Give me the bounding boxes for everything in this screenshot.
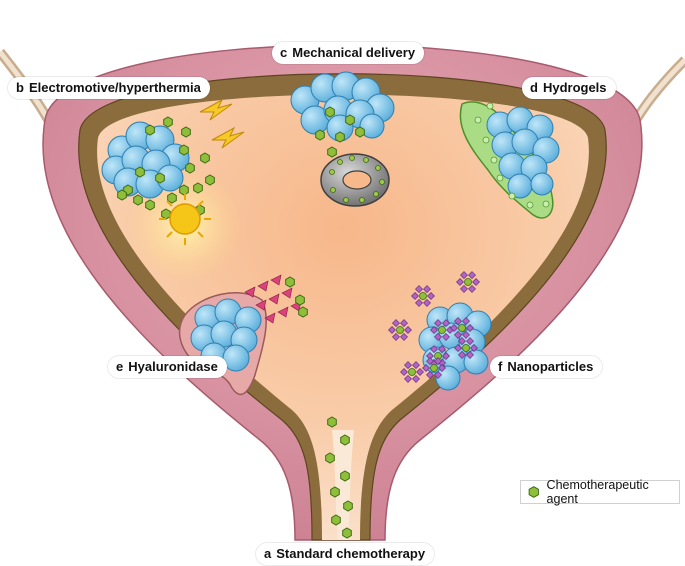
urethra (332, 430, 354, 540)
legend: Chemotherapeutic agent (520, 478, 680, 506)
label-a-letter: a (264, 546, 272, 561)
lightning-icon (199, 98, 233, 121)
label-f-letter: f (498, 359, 503, 374)
nanoparticle-icon (388, 319, 412, 341)
label-c-letter: c (280, 45, 288, 60)
label-d-text: Hydrogels (542, 80, 607, 95)
drug-hexagon-icon (528, 486, 539, 498)
tumour-d (486, 106, 560, 199)
hyaluronidase-arrows (244, 274, 302, 324)
lightning-icon-2 (211, 126, 245, 149)
label-b-letter: b (16, 80, 24, 95)
label-d-letter: d (530, 80, 538, 95)
label-c: c Mechanical delivery (272, 42, 425, 64)
nanoparticle-icon (400, 361, 424, 383)
label-b: b Electromotive/hyperthermia (8, 77, 210, 99)
label-e-letter: e (116, 359, 124, 374)
label-f-text: Nanoparticles (507, 359, 594, 374)
label-c-text: Mechanical delivery (292, 45, 416, 60)
label-b-text: Electromotive/hyperthermia (28, 80, 201, 95)
tumour-c (290, 71, 395, 142)
sun-icon (159, 193, 211, 245)
nanoparticle-icon (422, 357, 446, 379)
nanoparticle-icon (454, 337, 478, 359)
nanoparticles (388, 271, 480, 383)
nanoparticle-icon (430, 319, 454, 341)
label-a: a Standard chemotherapy (256, 543, 435, 565)
tumour-b (101, 121, 190, 199)
label-a-text: Standard chemotherapy (276, 546, 426, 561)
nanoparticle-icon (450, 317, 474, 339)
label-e-text: Hyaluronidase (128, 359, 218, 374)
torus-device (320, 153, 390, 207)
label-f: f Nanoparticles (490, 356, 603, 378)
hydrogel-drugs (474, 102, 550, 209)
nanoparticle-icon (411, 285, 435, 307)
nanoparticle-icon (456, 271, 480, 293)
label-e: e Hyaluronidase (108, 356, 227, 378)
legend-text: Chemotherapeutic agent (546, 478, 649, 506)
label-d: d Hydrogels (522, 77, 616, 99)
